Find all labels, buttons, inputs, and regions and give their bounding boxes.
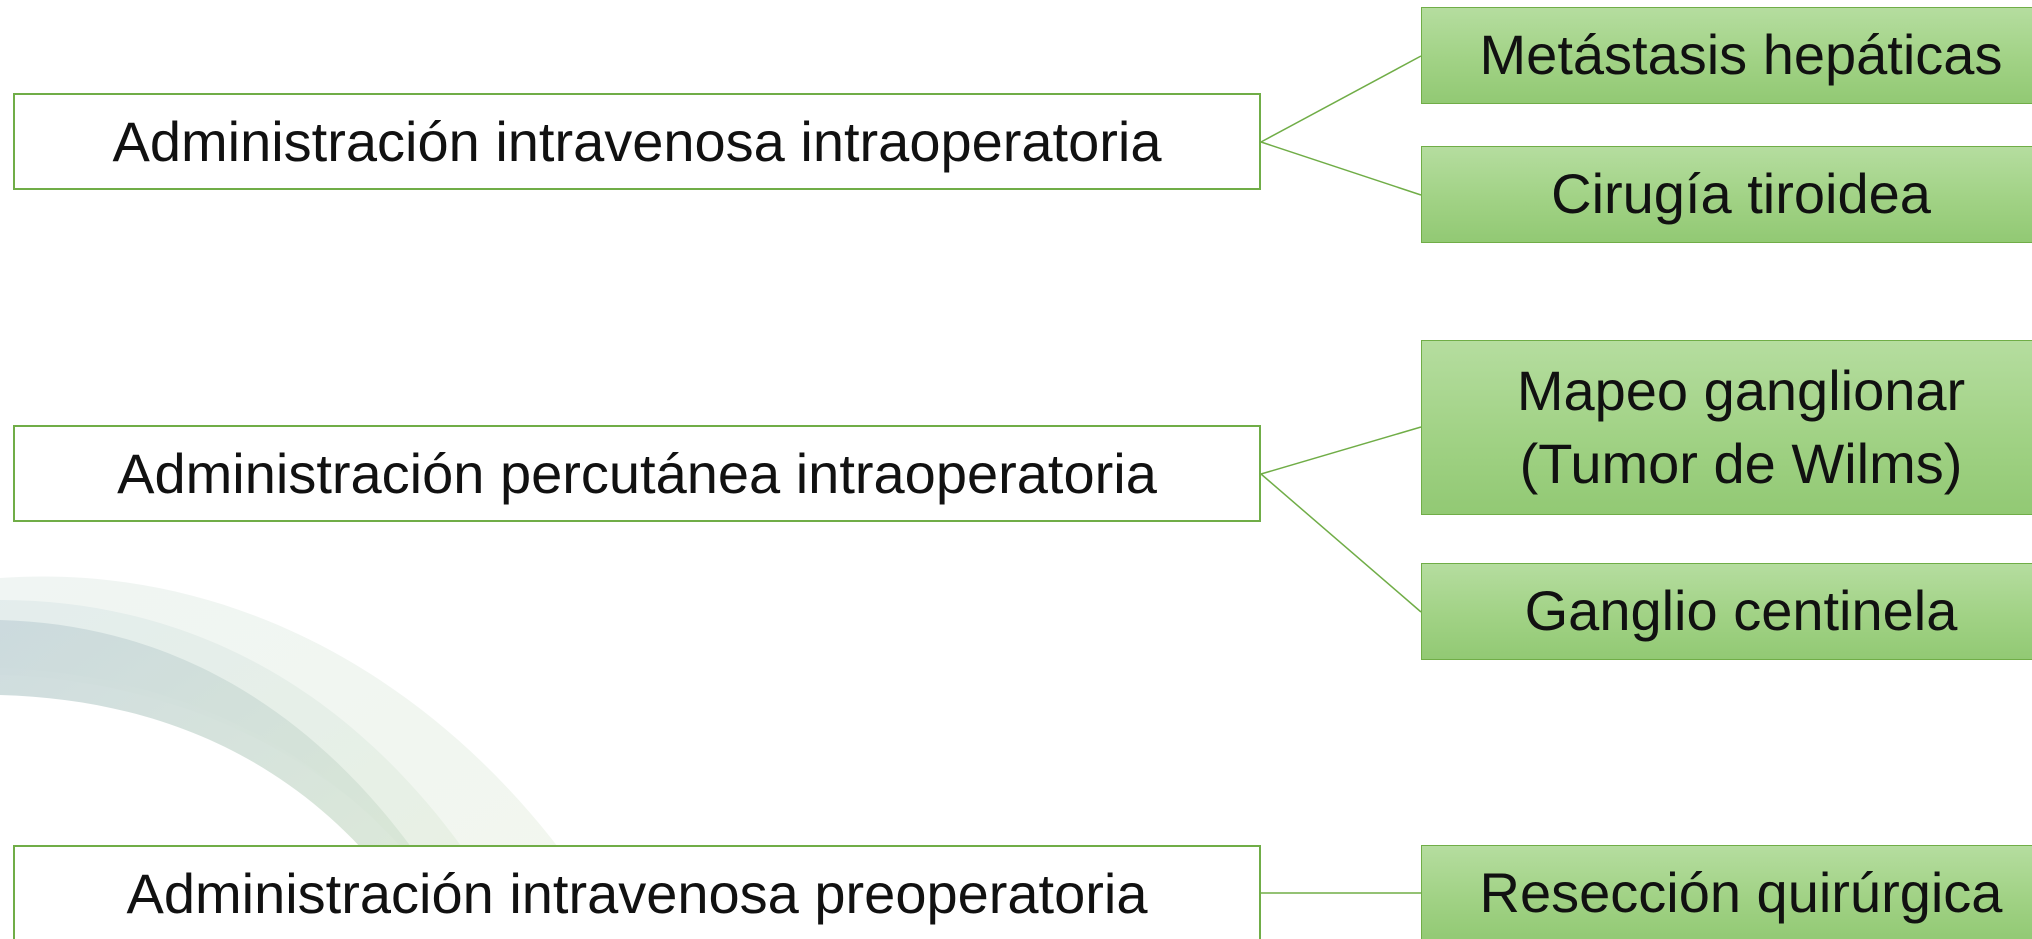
connector-line-group1-target2 [1260,141,1422,196]
connector-line-group1-target1 [1260,55,1422,143]
target-node-label: Metástasis hepáticas [1479,23,2003,87]
target-node-cirugia-tiroidea: Cirugía tiroidea [1421,146,2032,243]
source-node-label: Administración percutánea intraoperatori… [117,442,1157,505]
decorative-arc-inner [0,620,470,939]
target-node-reseccion-quirurgica: Resección quirúrgica [1421,845,2032,939]
target-node-label: Mapeo ganglionar (Tumor de Wilms) [1516,358,1966,495]
connector-line-group2-target2 [1260,473,1422,613]
source-node-label: Administración intravenosa intraoperator… [112,110,1162,173]
source-node-intravenosa-preoperatoria: Administración intravenosa preoperatoria [13,845,1261,939]
source-node-intravenosa-intraoperatoria: Administración intravenosa intraoperator… [13,93,1261,190]
target-node-ganglio-centinela: Ganglio centinela [1421,563,2032,660]
target-node-metastasis-hepaticas: Metástasis hepáticas [1421,7,2032,104]
target-node-label: Cirugía tiroidea [1551,162,1931,226]
target-node-label: Resección quirúrgica [1479,861,2003,925]
source-node-percutanea-intraoperatoria: Administración percutánea intraoperatori… [13,425,1261,522]
connector-line-group2-target1 [1260,426,1422,475]
target-node-label: Ganglio centinela [1524,579,1958,643]
source-node-label: Administración intravenosa preoperatoria [126,862,1148,925]
target-node-mapeo-ganglionar: Mapeo ganglionar (Tumor de Wilms) [1421,340,2032,515]
